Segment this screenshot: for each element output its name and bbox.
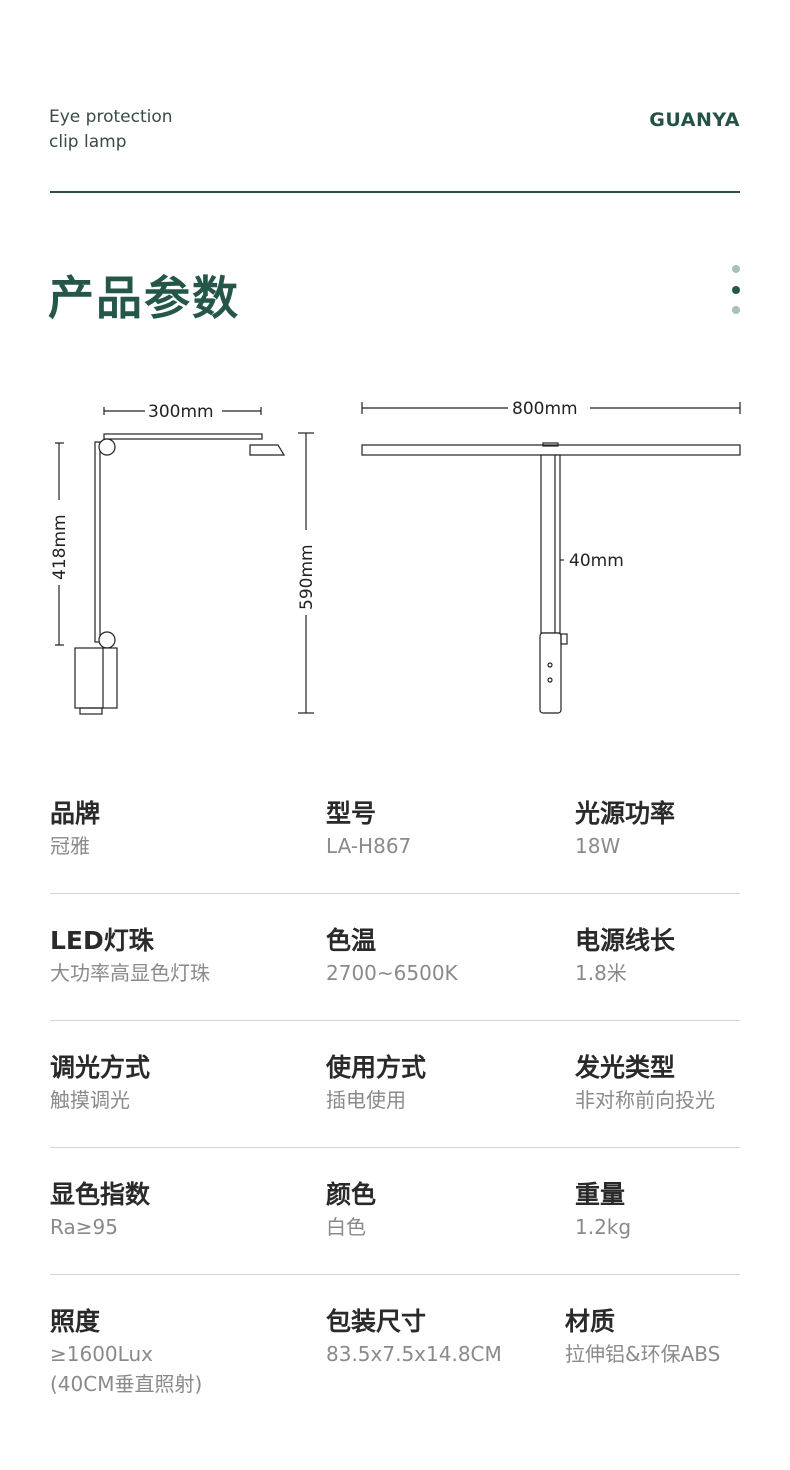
spec-value: 18W: [575, 834, 621, 858]
spec-value: 1.2kg: [575, 1215, 632, 1239]
spec-item: 调光方式触摸调光: [50, 1051, 150, 1115]
spec-value: 插电使用: [326, 1088, 406, 1112]
decor-dot: [732, 306, 740, 314]
spec-value: 拉伸铝&环保ABS: [565, 1342, 721, 1366]
bar-width-label: 800mm: [512, 399, 578, 419]
spec-value: 2700~6500K: [326, 961, 458, 985]
spec-item: 型号 LA-H867: [326, 797, 411, 861]
spec-value: 冠雅: [50, 834, 90, 858]
spec-item: 使用方式插电使用: [326, 1051, 426, 1115]
spec-label: 调光方式: [50, 1053, 151, 1082]
spec-label: 发光类型: [575, 1053, 676, 1082]
spec-label: 重量: [575, 1180, 626, 1209]
spec-label: 包装尺寸: [326, 1307, 427, 1336]
spec-value-note: (40CM垂直照射): [50, 1372, 203, 1396]
decor-dot: [732, 286, 740, 294]
spec-item: 电源线长 1.8米: [575, 924, 675, 988]
spec-item: 显色指数 Ra≥95: [50, 1178, 150, 1242]
spec-label: 型号: [326, 799, 377, 828]
spec-label: 使用方式: [326, 1053, 427, 1082]
pole-height-label: 418mm: [50, 514, 70, 580]
spec-label: 品牌: [50, 799, 101, 828]
spec-item: 照度 ≥1600Lux (40CM垂直照射): [50, 1305, 202, 1399]
row-divider: [50, 1020, 740, 1021]
spec-item: 发光类型非对称前向投光: [575, 1051, 715, 1115]
spec-item: LED灯珠大功率高显色灯珠: [50, 924, 210, 988]
row-divider: [50, 1147, 740, 1148]
spec-item: 包装尺寸 83.5x7.5x14.8CM: [326, 1305, 502, 1369]
subtitle-line-2: clip lamp: [49, 132, 127, 152]
arm-length-label: 300mm: [148, 402, 214, 422]
dimension-diagram: 300mm 800mm 40mm 418mm 590mm: [50, 399, 741, 715]
decor-dot: [732, 265, 740, 273]
spec-value: 大功率高显色灯珠: [50, 961, 210, 985]
spec-value: ≥1600Lux: [50, 1342, 153, 1366]
spec-label: 照度: [50, 1307, 101, 1336]
spec-value: 白色: [326, 1215, 366, 1239]
product-subtitle: Eye protection clip lamp: [49, 105, 173, 155]
spec-item: 颜色白色: [326, 1178, 376, 1242]
header-divider: [50, 191, 740, 193]
spec-label: LED灯珠: [50, 926, 154, 955]
side-view-lamp: [55, 407, 314, 715]
spec-label: 颜色: [326, 1180, 377, 1209]
spec-value: 触摸调光: [50, 1088, 130, 1112]
total-height-label: 590mm: [297, 544, 317, 610]
spec-label: 材质: [565, 1307, 616, 1336]
spec-label: 显色指数: [50, 1180, 151, 1209]
brand-logo: GUANYA: [649, 109, 740, 131]
spec-label: 光源功率: [575, 799, 676, 828]
spec-item: 色温 2700~6500K: [326, 924, 458, 988]
subtitle-line-1: Eye protection: [49, 107, 173, 127]
spec-value: LA-H867: [326, 834, 412, 858]
row-divider: [50, 893, 740, 894]
spec-label: 色温: [326, 926, 377, 955]
spec-value: 83.5x7.5x14.8CM: [326, 1342, 502, 1366]
front-view-lamp: [361, 402, 741, 714]
spec-item: 品牌冠雅: [50, 797, 100, 861]
spec-value: 1.8米: [575, 961, 627, 985]
row-divider: [50, 1274, 740, 1275]
section-title: 产品参数: [48, 271, 240, 325]
pole-width-label: 40mm: [569, 551, 624, 571]
spec-item: 材质拉伸铝&环保ABS: [565, 1305, 720, 1369]
spec-value: 非对称前向投光: [575, 1088, 715, 1112]
spec-label: 电源线长: [575, 926, 676, 955]
spec-item: 重量 1.2kg: [575, 1178, 631, 1242]
spec-item: 光源功率 18W: [575, 797, 675, 861]
spec-value: Ra≥95: [50, 1215, 118, 1239]
